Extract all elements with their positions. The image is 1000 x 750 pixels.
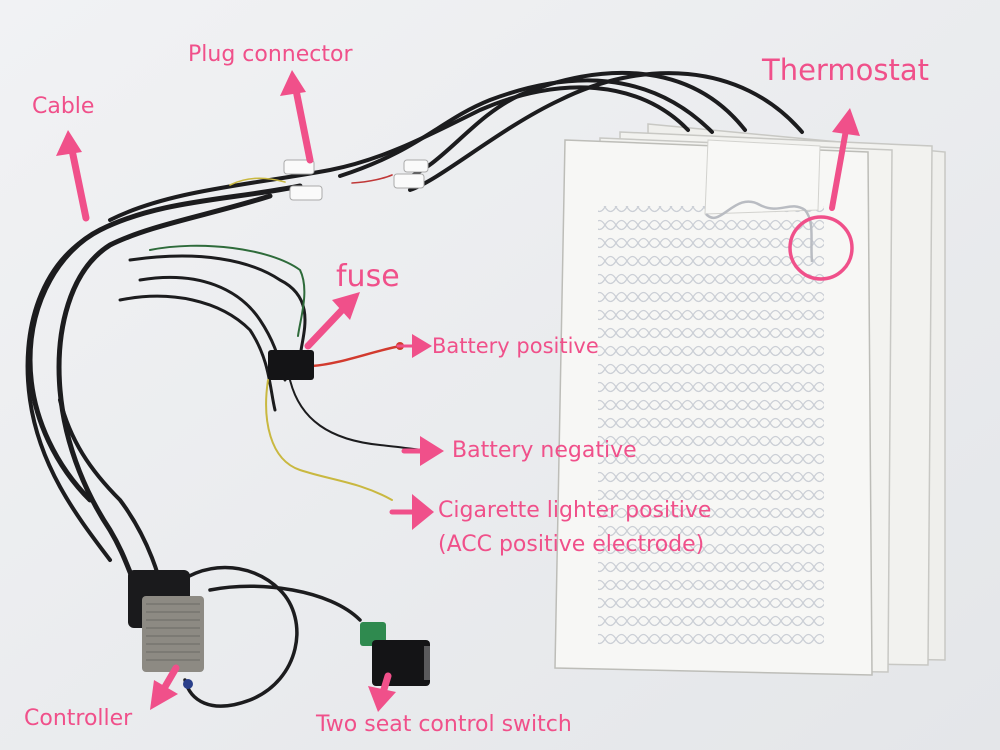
switch-body: [372, 640, 430, 686]
controller-unit: [128, 570, 204, 689]
seat-switch-label: Two seat control switch: [316, 712, 572, 737]
heating-pads: [554, 123, 946, 676]
connector-1: [283, 159, 315, 175]
colored-wires: [149, 174, 402, 501]
switch-bezel: [424, 646, 430, 680]
battery-negative-label: Battery negative: [452, 438, 637, 463]
arrow-fuse: [304, 292, 360, 350]
controller-led: [183, 679, 193, 689]
connector-2: [289, 185, 323, 201]
battery-positive-label: Battery positive: [432, 334, 599, 358]
plug-connector-label: Plug connector: [188, 42, 353, 67]
arrow-switch: [368, 672, 396, 712]
cigarette-lighter-label: Cigarette lighter positive: [438, 498, 712, 523]
arrow-thermostat: [829, 108, 860, 211]
connector-3: [393, 173, 425, 189]
controller-heatsink: [142, 596, 204, 672]
arrow-battery-positive: [396, 334, 432, 358]
arrow-plug-connector: [280, 70, 314, 164]
cable-label: Cable: [32, 94, 95, 119]
arrow-cigarette-lighter: [389, 494, 434, 530]
plug-connectors: [283, 159, 429, 201]
connector-4: [403, 159, 429, 173]
thermostat-cover: [704, 139, 821, 215]
fuse-holder: [268, 350, 314, 380]
arrow-battery-negative: [401, 436, 444, 466]
arrow-controller: [150, 664, 180, 710]
heating-element-mesh: [598, 206, 824, 648]
acc-electrode-label: (ACC positive electrode): [438, 532, 705, 557]
thermostat-circle-marker: [788, 215, 854, 281]
wiring-harness: [25, 70, 804, 708]
fuse-label: fuse: [336, 259, 400, 294]
thermostat-wire: [705, 200, 814, 263]
controller-label: Controller: [24, 706, 133, 731]
annotation-arrows: [56, 70, 860, 712]
arrow-cable: [56, 130, 90, 222]
thermostat-label: Thermostat: [762, 53, 929, 87]
